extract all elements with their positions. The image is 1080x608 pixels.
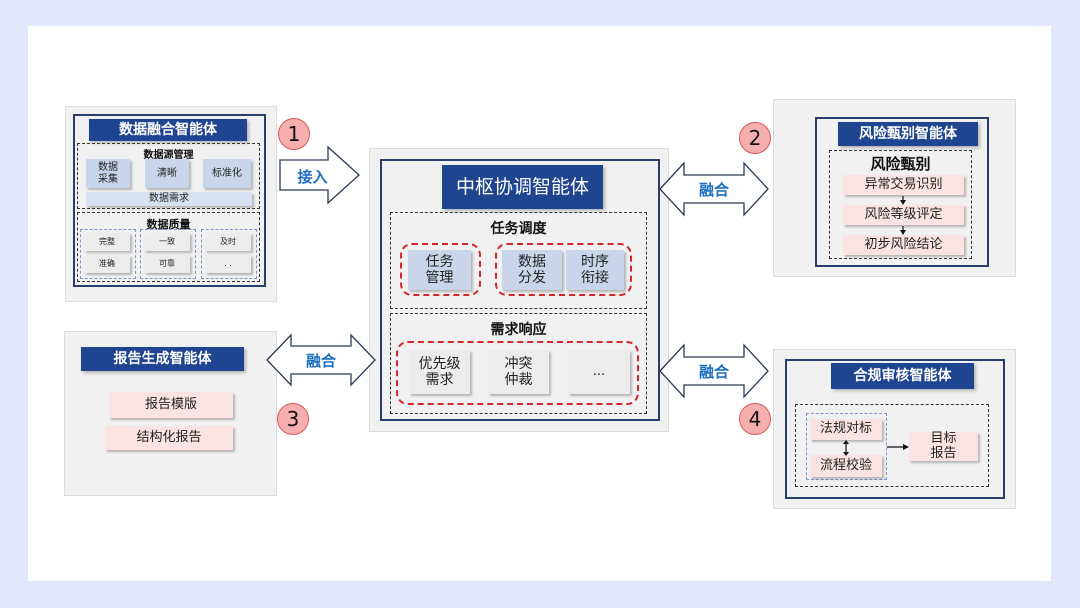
data-source-mgmt-group (77, 143, 260, 209)
structured-report-chip: 结构化报告 (105, 426, 233, 450)
timing-link-chip: 时序 衔接 (566, 250, 624, 290)
task-mgmt-chip: 任务 管理 (408, 250, 471, 290)
compliance-group (795, 404, 989, 487)
report-agent-title: 报告生成智能体 (81, 347, 244, 371)
compliance-checks-group (806, 413, 887, 480)
compliance-agent-frame (785, 359, 1005, 499)
quality-col-3 (201, 229, 257, 279)
step-badge-3: 3 (277, 403, 309, 435)
bidirectional-arrow-icon (843, 440, 849, 456)
central-agent-title: 中枢协调智能体 (442, 165, 603, 209)
data-source-mgmt-label: 数据源管理 (143, 150, 194, 161)
risk-agent-frame (815, 117, 989, 267)
quality-accurate-chip: 准确 (84, 255, 130, 273)
quality-timely-chip: 及时 (205, 233, 251, 251)
preliminary-conclusion-chip: 初步风险结论 (843, 235, 964, 255)
data-standardize-chip: 标准化 (203, 159, 251, 188)
fuse-arrow-left-icon (266, 333, 376, 387)
task-scheduling-label: 任务调度 (490, 221, 547, 237)
quality-complete-chip: 完整 (84, 233, 130, 251)
data-quality-label: 数据质量 (146, 218, 191, 231)
central-agent-frame (380, 159, 660, 421)
risk-agent-title: 风险甄别智能体 (838, 122, 978, 146)
step-badge-1: 1 (278, 118, 310, 150)
process-check-chip: 流程校验 (810, 455, 882, 477)
demand-response-group (390, 313, 647, 414)
priority-demand-chip: 优先级 需求 (409, 350, 470, 394)
step-badge-2: 2 (739, 122, 771, 154)
data-cleaning-chip: 清晰 (145, 159, 189, 188)
access-arrow-icon (279, 145, 360, 205)
fuse-arrow-left-label: 融合 (305, 352, 336, 370)
access-arrow-label: 接入 (297, 168, 328, 186)
conflict-arbitration-chip: 冲突 仲裁 (488, 350, 549, 394)
risk-level-chip: 风险等级评定 (843, 205, 964, 225)
regulation-benchmark-chip: 法规对标 (810, 419, 882, 440)
data-demand-bar: 数据需求 (86, 192, 252, 206)
report-template-chip: 报告模版 (109, 392, 233, 418)
quality-col-2 (140, 229, 196, 279)
compliance-agent-title: 合规审核智能体 (831, 363, 974, 389)
more-chip: ... (568, 350, 630, 394)
task-mgmt-highlight (400, 243, 481, 296)
demand-response-highlight (396, 341, 639, 405)
data-fusion-agent-frame (73, 114, 266, 287)
flow-down-icon (900, 226, 906, 235)
data-collection-chip: 数据 采集 (86, 159, 130, 188)
fuse-arrow-bottom-right-label: 融合 (698, 363, 729, 381)
target-report-chip: 目标 报告 (909, 431, 978, 461)
quality-more-chip: . . (205, 255, 251, 273)
data-dispatch-highlight (495, 243, 632, 296)
demand-response-label: 需求响应 (490, 322, 547, 338)
fuse-arrow-top-right-label: 融合 (698, 181, 729, 199)
data-quality-group (77, 212, 260, 282)
risk-screening-label: 风险甄别 (870, 155, 931, 173)
fuse-arrow-top-right-icon (659, 161, 769, 217)
quality-reliable-chip: 可靠 (144, 255, 190, 273)
quality-col-1 (80, 229, 136, 279)
fuse-arrow-bottom-right-icon (659, 343, 769, 399)
step-badge-4: 4 (739, 403, 771, 435)
flow-down-icon (900, 196, 906, 205)
data-fusion-agent-title: 数据融合智能体 (89, 119, 247, 141)
data-dispatch-chip: 数据 分发 (502, 250, 562, 290)
quality-consistent-chip: 一致 (144, 233, 190, 251)
risk-screening-group (829, 150, 972, 259)
abnormal-trade-chip: 异常交易识别 (843, 175, 964, 195)
flow-right-icon (887, 444, 909, 450)
task-scheduling-group (390, 212, 647, 309)
